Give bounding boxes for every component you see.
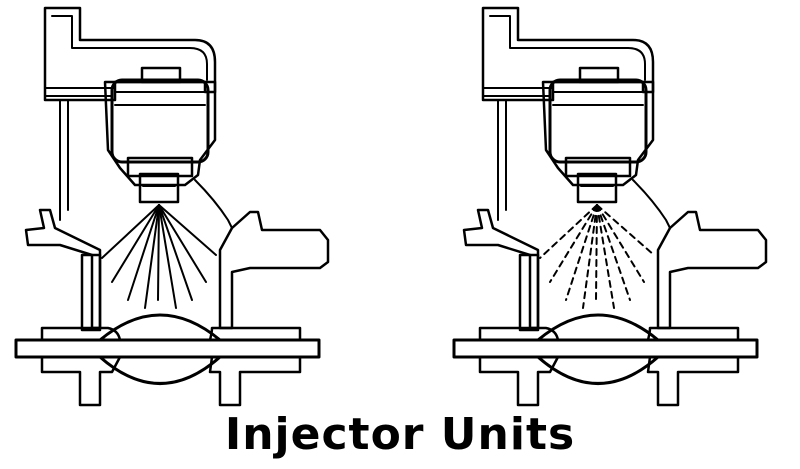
diagram-caption: Injector Units [224,409,576,460]
injector-unit-left [14,6,330,407]
injector-unit-right [452,6,768,407]
fuel-spray-right [539,204,655,309]
fuel-spray-left [101,204,217,309]
